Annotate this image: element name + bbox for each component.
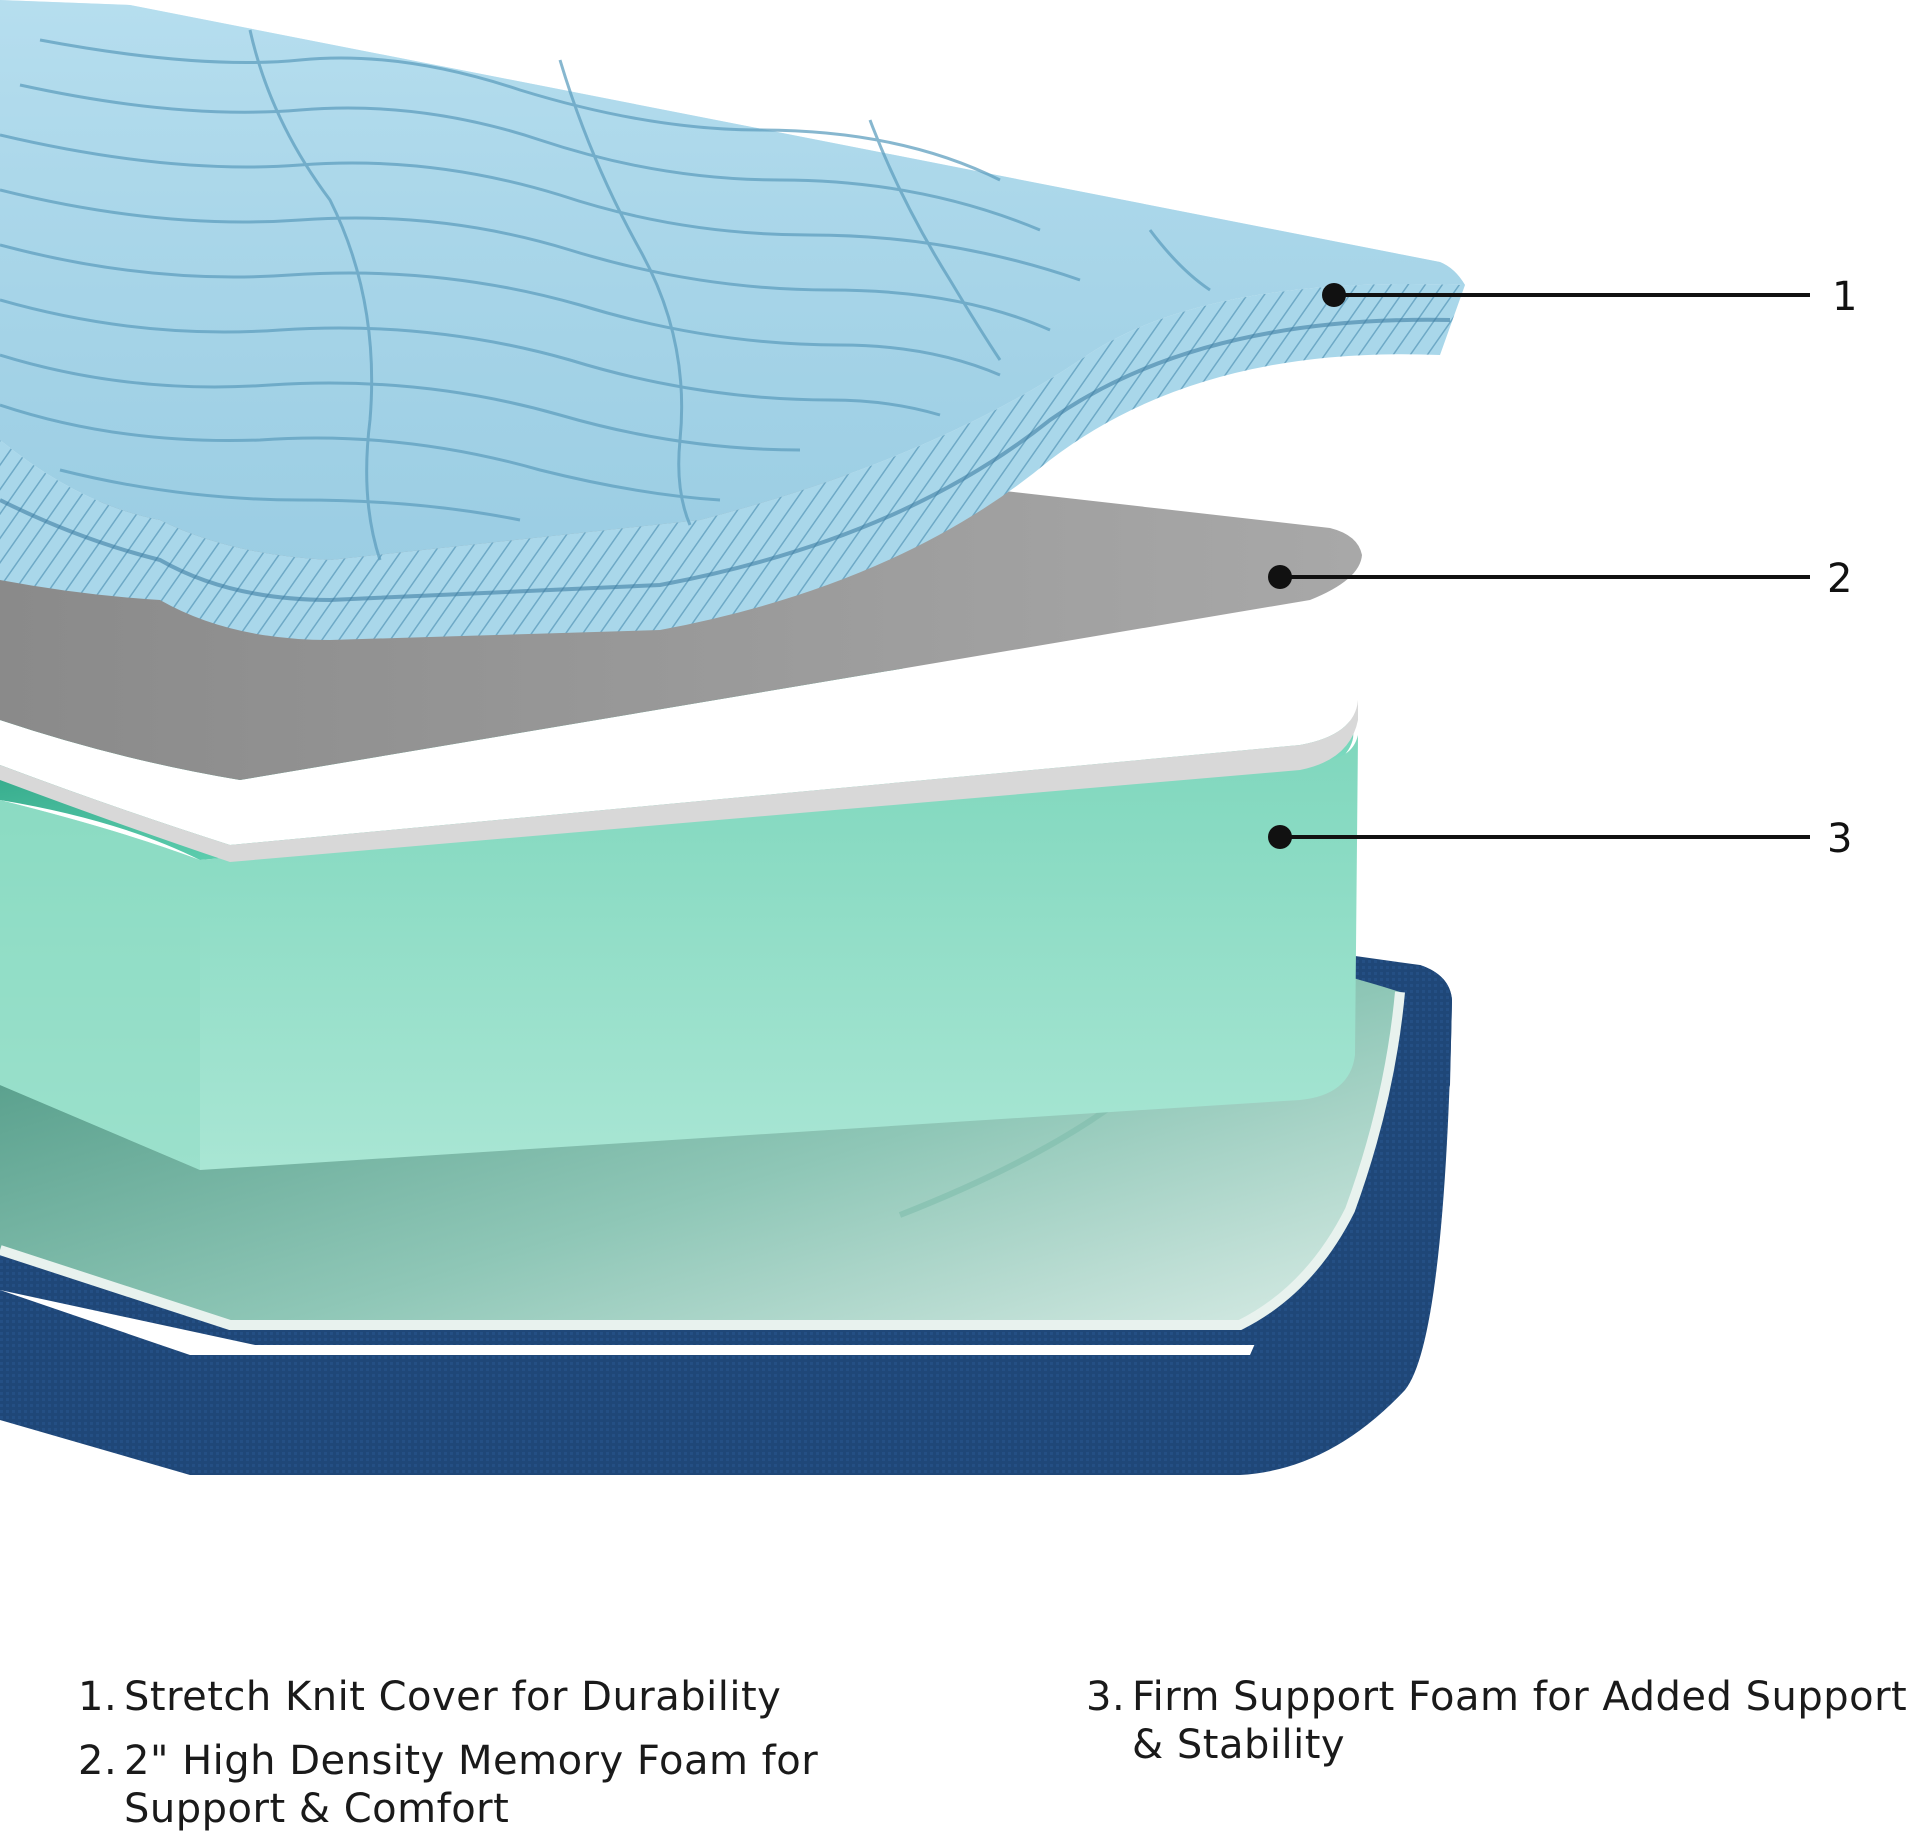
support-foam-side (0, 735, 1358, 1170)
legend-item-2-line-1: 2" High Density Memory Foam for (124, 1738, 819, 1784)
knit-cover-side-stripes (0, 317, 1451, 603)
memory-foam-edge (0, 565, 1358, 845)
legend-item-1: 1. Stretch Knit Cover for Durability (78, 1673, 781, 1721)
legend-item-3-line-1: Firm Support Foam for Added Support (1132, 1674, 1908, 1720)
legend-item-3: 3. Firm Support Foam for Added Support &… (1086, 1673, 1907, 1769)
callout-2-number: 2 (1827, 556, 1852, 602)
callout-2: 2 (1268, 556, 1852, 602)
base-inner-edge (0, 991, 1405, 1330)
legend-item-3-line-2: & Stability (1132, 1722, 1346, 1768)
knit-cover-stripes (0, 29, 1211, 561)
knit-cover-layer (0, 0, 1465, 640)
base-fabric-side (0, 965, 1452, 1475)
callout-3-number: 3 (1827, 816, 1852, 862)
legend-item-2: 2. 2" High Density Memory Foam for Suppo… (78, 1737, 818, 1833)
memory-foam-edge-shade (0, 700, 1358, 862)
support-foam-front-highlight (0, 800, 200, 1170)
legend-item-2-line-2: Support & Comfort (124, 1786, 510, 1832)
legend-item-3-number: 3. (1086, 1674, 1126, 1720)
callout-1-number: 1 (1832, 274, 1857, 320)
legend-item-1-number: 1. (78, 1674, 118, 1720)
legend-item-2-number: 2. (78, 1738, 118, 1784)
knit-cover-top-shade (0, 0, 1465, 560)
knit-cover-side (0, 283, 1465, 640)
callout-1: 1 (1322, 274, 1857, 320)
legend-item-1-text: Stretch Knit Cover for Durability (124, 1674, 782, 1720)
callout-3: 3 (1268, 816, 1852, 862)
